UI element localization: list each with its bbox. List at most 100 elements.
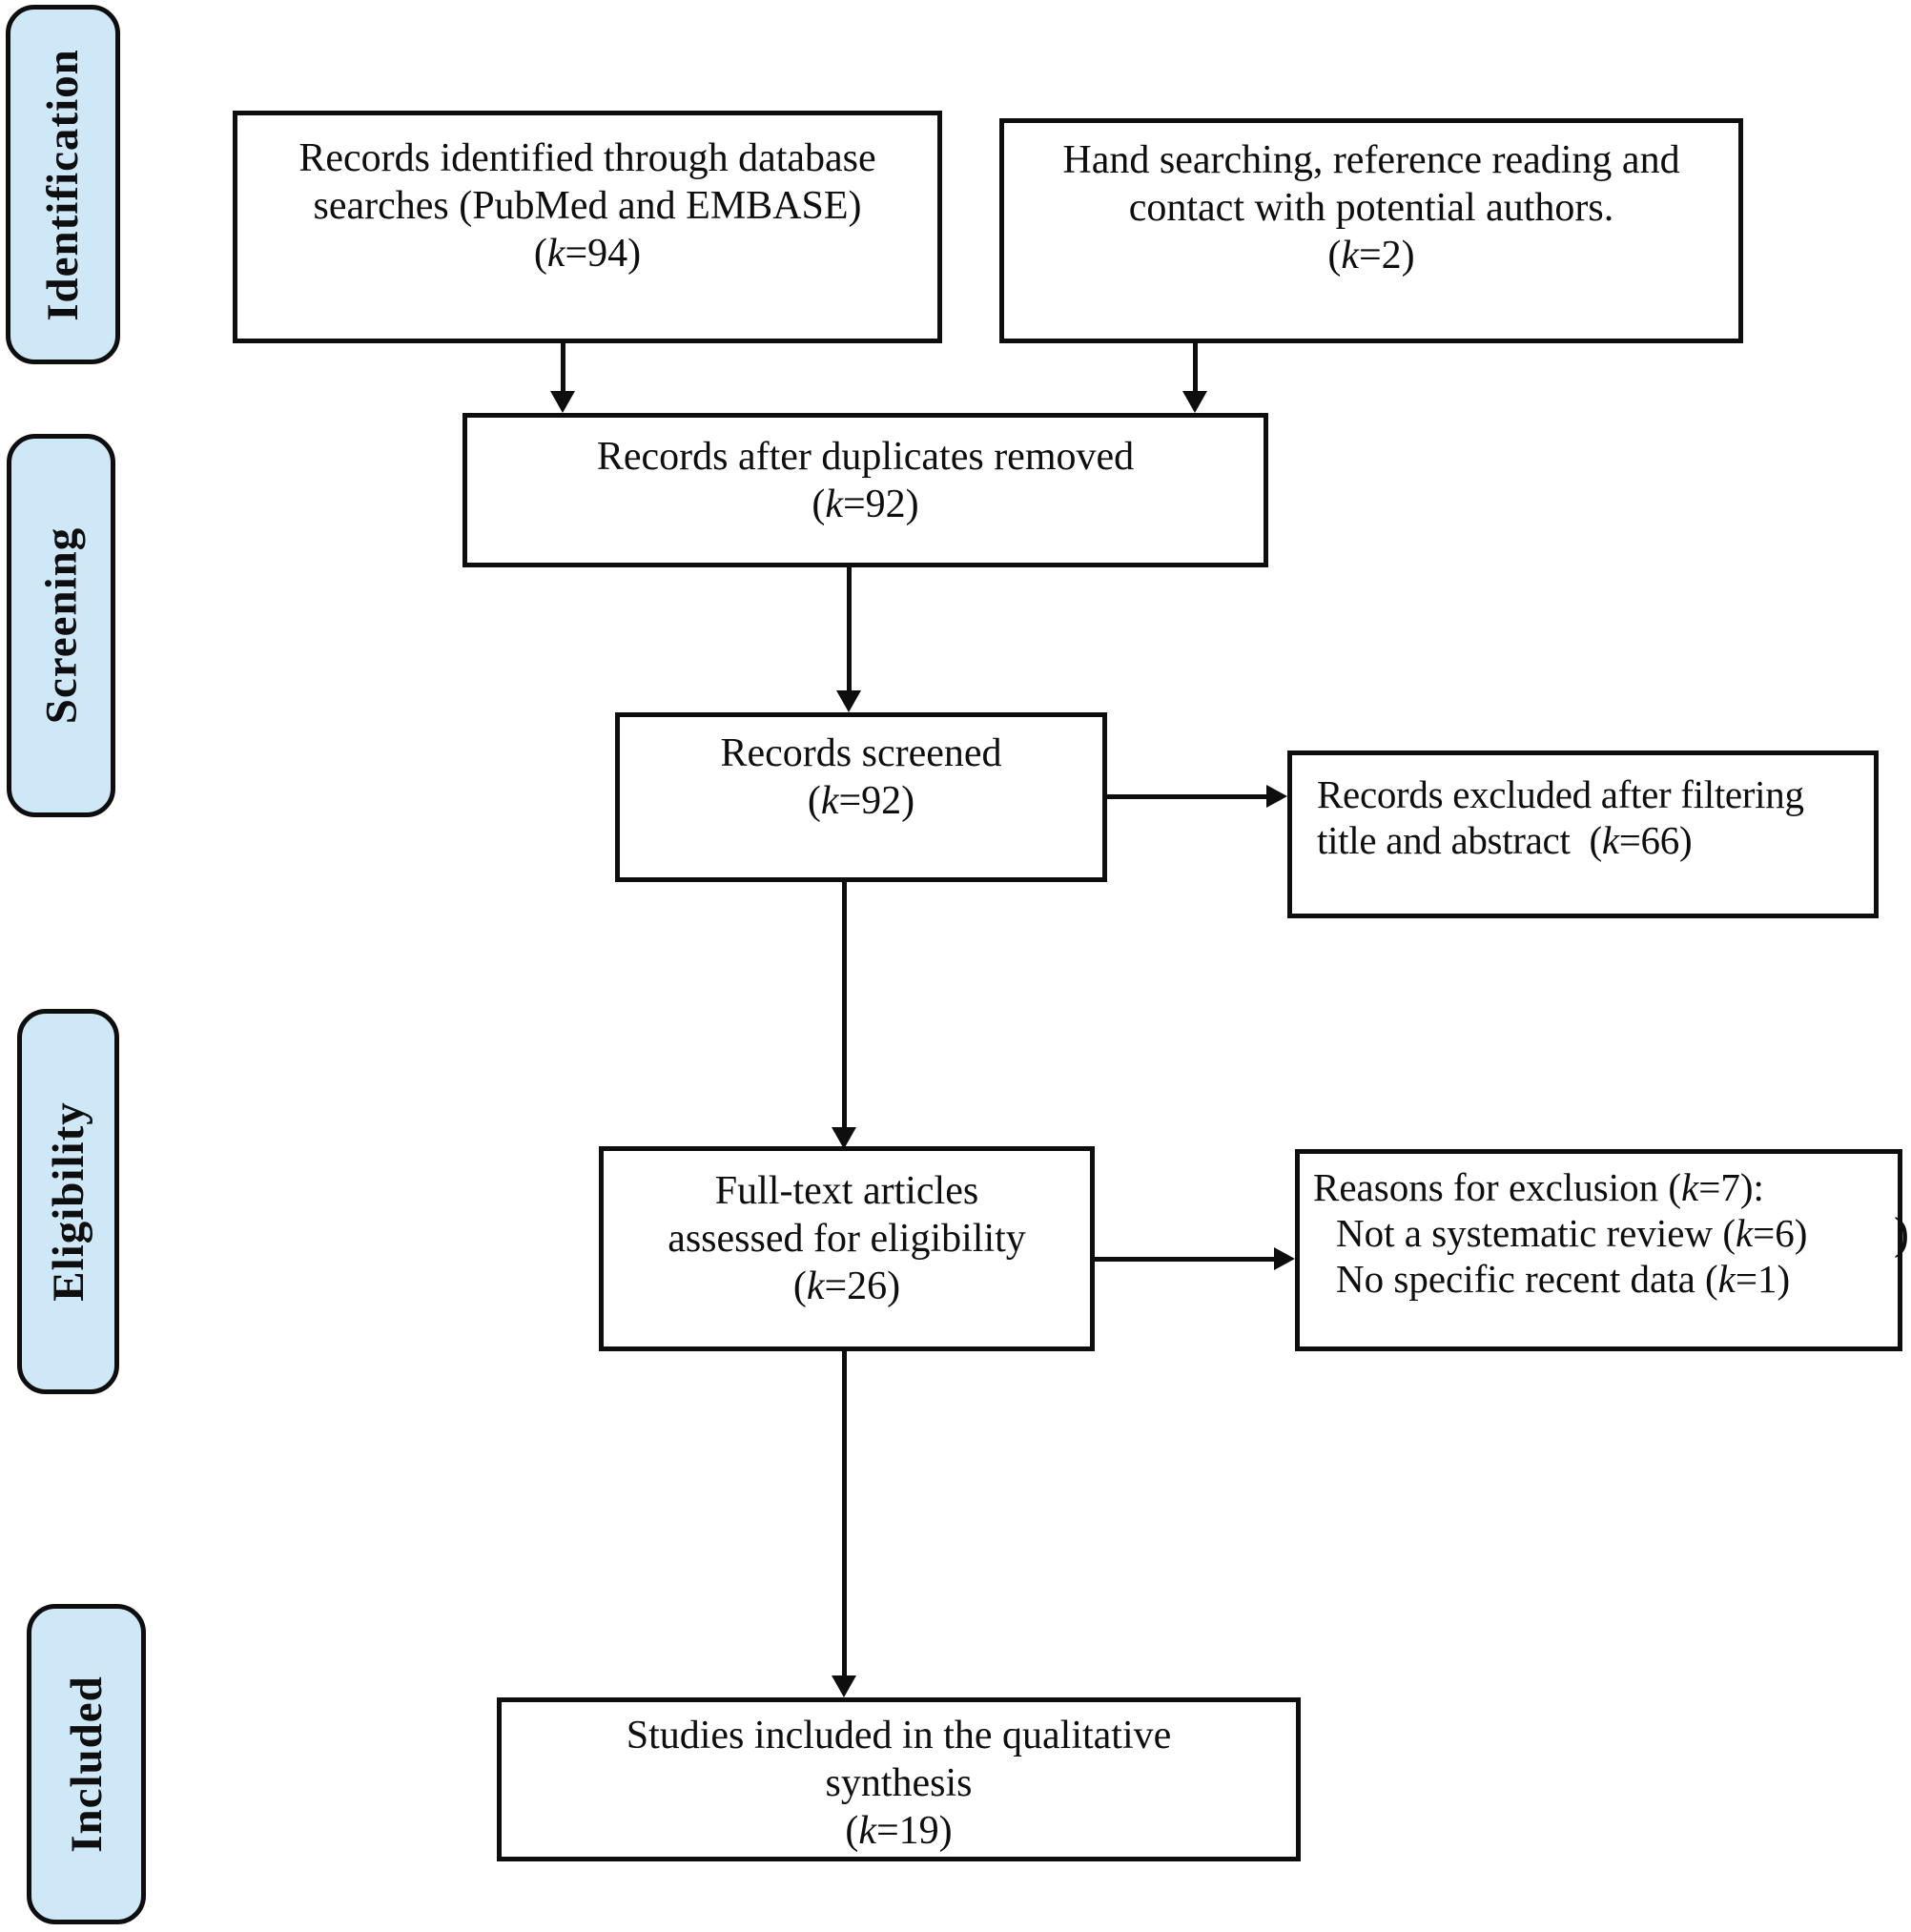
edge-artifact-mark: ) — [1894, 1208, 1909, 1259]
text-segment: =26) — [824, 1264, 901, 1308]
text-segment: =7): — [1698, 1165, 1764, 1209]
text-segment: No specific recent data ( — [1336, 1257, 1718, 1301]
text-segment: title and abstract ( — [1317, 818, 1602, 862]
arrow-shaft — [1107, 793, 1266, 799]
text-segment: ( — [845, 1809, 859, 1853]
stage-label-included: Included — [27, 1604, 146, 1924]
text-segment: ( — [812, 483, 826, 526]
text-line: (k=94) — [534, 230, 641, 277]
stage-label-identification-text: Identification — [38, 48, 88, 321]
text-line: searches (PubMed and EMBASE) — [313, 182, 861, 230]
text-segment: ( — [533, 232, 547, 276]
arrow-screened-to-excluded — [1107, 784, 1287, 809]
text-segment: assessed for eligibility — [668, 1217, 1026, 1261]
arrow-head-down-icon — [1182, 391, 1207, 413]
text-segment: Records excluded after filtering — [1317, 772, 1804, 816]
text-line: (k=92) — [808, 777, 914, 825]
text-segment: =2) — [1358, 234, 1415, 277]
flow-box-duplicates-removed: Records after duplicates removed(k=92) — [462, 413, 1268, 567]
arrow-fulltext-to-reasons — [1095, 1246, 1295, 1271]
italic-text-segment: k — [820, 779, 839, 823]
text-line: (k=19) — [845, 1807, 952, 1855]
stage-label-eligibility: Eligibility — [17, 1009, 119, 1394]
stage-label-identification: Identification — [6, 5, 120, 364]
italic-text-segment: k — [546, 232, 565, 276]
text-segment: Full-text articles — [714, 1169, 979, 1213]
text-line: assessed for eligibility — [668, 1215, 1026, 1263]
text-line: Studies included in the qualitative — [627, 1712, 1172, 1759]
flow-box-records-screened: Records screened(k=92) — [615, 712, 1107, 882]
arrow-hand-searching-to-duplicates — [1182, 343, 1207, 413]
arrow-shaft — [841, 1351, 847, 1675]
arrow-head-down-icon — [832, 1675, 856, 1697]
arrow-head-down-icon — [836, 690, 861, 712]
text-segment: Not a systematic review ( — [1336, 1211, 1736, 1255]
flow-box-exclusion-reasons: Reasons for exclusion (k=7):Not a system… — [1295, 1149, 1902, 1351]
text-line: Full-text articles — [715, 1167, 978, 1215]
text-segment: =6) — [1753, 1211, 1808, 1255]
text-line: Records after duplicates removed — [597, 433, 1134, 481]
arrow-head-down-icon — [550, 391, 575, 413]
text-segment: ( — [792, 1264, 807, 1308]
italic-text-segment: k — [1717, 1257, 1736, 1301]
text-segment: Records screened — [720, 731, 1002, 775]
text-segment: =92) — [842, 483, 919, 526]
text-segment: ( — [807, 779, 821, 823]
italic-text-segment: k — [1601, 818, 1619, 862]
text-segment: searches (PubMed and EMBASE) — [313, 184, 862, 228]
text-line: synthesis — [825, 1759, 972, 1807]
text-line: title and abstract (k=66) — [1317, 817, 1693, 863]
italic-text-segment: k — [806, 1264, 825, 1308]
text-segment: synthesis — [825, 1761, 973, 1805]
text-segment: Reasons for exclusion ( — [1313, 1165, 1681, 1209]
text-segment: contact with potential authors. — [1128, 186, 1614, 230]
arrow-duplicates-to-screened — [836, 567, 861, 712]
text-line: Records excluded after filtering — [1317, 771, 1804, 817]
stage-label-screening: Screening — [7, 434, 115, 817]
text-line: (k=26) — [793, 1263, 900, 1310]
italic-text-segment: k — [1681, 1165, 1699, 1209]
italic-text-segment: k — [1735, 1211, 1754, 1255]
arrow-head-right-icon — [1266, 785, 1287, 808]
text-segment: Studies included in the qualitative — [626, 1714, 1172, 1757]
arrow-shaft — [560, 343, 565, 391]
text-segment: ( — [1327, 234, 1342, 277]
arrow-shaft — [846, 567, 852, 690]
arrow-shaft — [841, 882, 847, 1127]
text-line: Records screened — [720, 730, 1001, 777]
text-line: No specific recent data (k=1) — [1313, 1256, 1790, 1302]
arrow-shaft — [1192, 343, 1198, 391]
text-segment: =92) — [838, 779, 915, 823]
stage-label-included-text: Included — [61, 1675, 112, 1853]
text-line: contact with potential authors. — [1129, 184, 1614, 232]
text-segment: =66) — [1618, 818, 1693, 862]
italic-text-segment: k — [858, 1809, 876, 1853]
text-line: Hand searching, reference reading and — [1062, 136, 1679, 184]
text-line: Records identified through database — [298, 134, 875, 182]
text-segment: =1) — [1735, 1257, 1791, 1301]
text-line: (k=2) — [1327, 232, 1414, 279]
italic-text-segment: k — [825, 483, 843, 526]
text-segment: =94) — [565, 232, 642, 276]
text-line: Not a systematic review (k=6) — [1313, 1210, 1807, 1256]
arrow-screened-to-fulltext — [832, 882, 856, 1149]
text-segment: =19) — [875, 1809, 953, 1853]
stage-label-screening-text: Screening — [36, 526, 87, 725]
arrow-head-right-icon — [1274, 1247, 1295, 1270]
arrow-shaft — [1095, 1256, 1274, 1262]
arrow-identified-to-duplicates — [550, 343, 575, 413]
arrow-head-down-icon — [832, 1127, 856, 1149]
text-line: Reasons for exclusion (k=7): — [1313, 1164, 1764, 1210]
arrow-fulltext-to-included — [832, 1351, 856, 1697]
text-segment: Records identified through database — [298, 136, 876, 180]
text-segment: Hand searching, reference reading and — [1062, 138, 1680, 182]
italic-text-segment: k — [1341, 234, 1359, 277]
text-line: (k=92) — [812, 481, 918, 528]
stage-label-eligibility-text: Eligibility — [43, 1101, 93, 1302]
